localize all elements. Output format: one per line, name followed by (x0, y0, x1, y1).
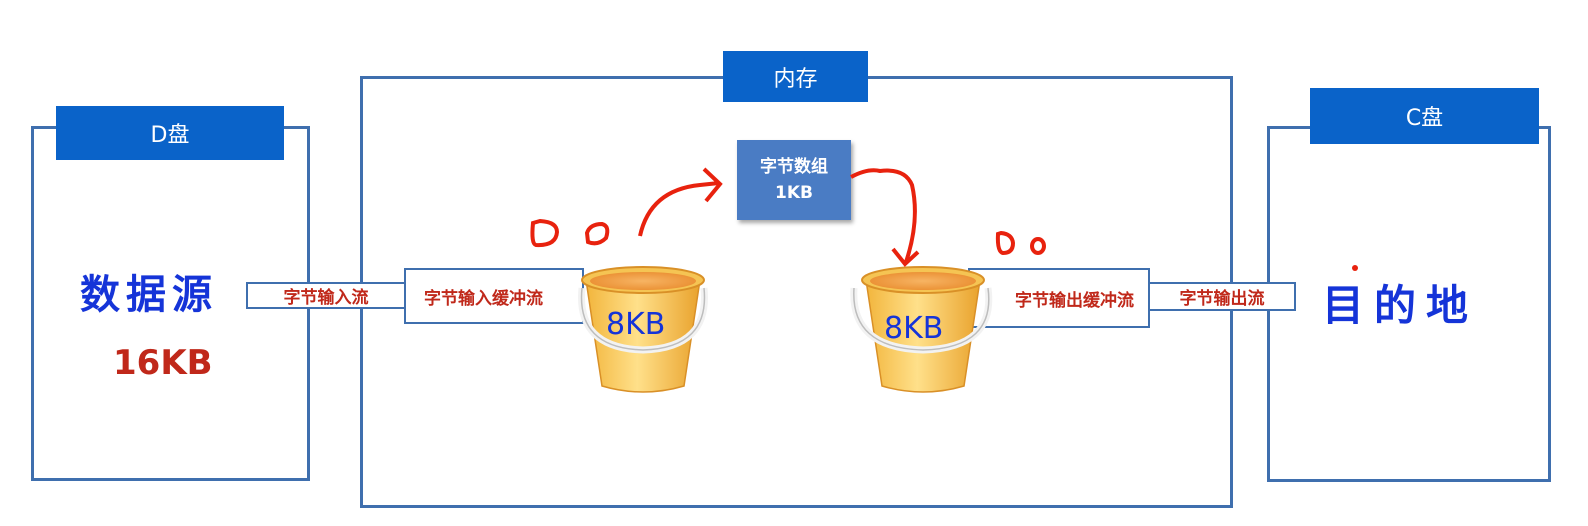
arrow-head-1 (702, 167, 723, 203)
output-buffer-bucket-icon: 8KB (850, 266, 993, 393)
arrow-to-byte-array (638, 181, 720, 237)
input-buffer-bucket-icon: 8KB (578, 266, 708, 393)
drop-mark-4 (1030, 237, 1046, 255)
destination-label: 目的地 (1322, 281, 1479, 330)
dest-dot (1352, 265, 1358, 271)
d-disk-title: D盘 (56, 106, 284, 160)
arrow-to-output-bucket (850, 168, 917, 263)
drop-mark-3 (995, 230, 1016, 256)
c-disk-title: C盘 (1310, 88, 1539, 144)
buffered-output-stream: 字节输出缓冲流 (968, 268, 1150, 328)
input-buffer-size: 8KB (606, 307, 665, 342)
drop-mark-1 (530, 218, 560, 248)
byte-array-label: 字节数组 (760, 157, 828, 177)
data-source-size: 16KB (113, 343, 213, 383)
arrow-head-2 (891, 247, 920, 267)
output-buffer-size: 8KB (884, 311, 943, 346)
byte-output-stream: 字节输出流 (1148, 282, 1296, 311)
drop-mark-2 (584, 221, 610, 246)
memory-title: 内存 (723, 51, 868, 102)
byte-array-box: 字节数组 1KB (737, 140, 851, 220)
byte-array-size: 1KB (775, 183, 813, 203)
data-source-label: 数据源 (80, 272, 218, 318)
